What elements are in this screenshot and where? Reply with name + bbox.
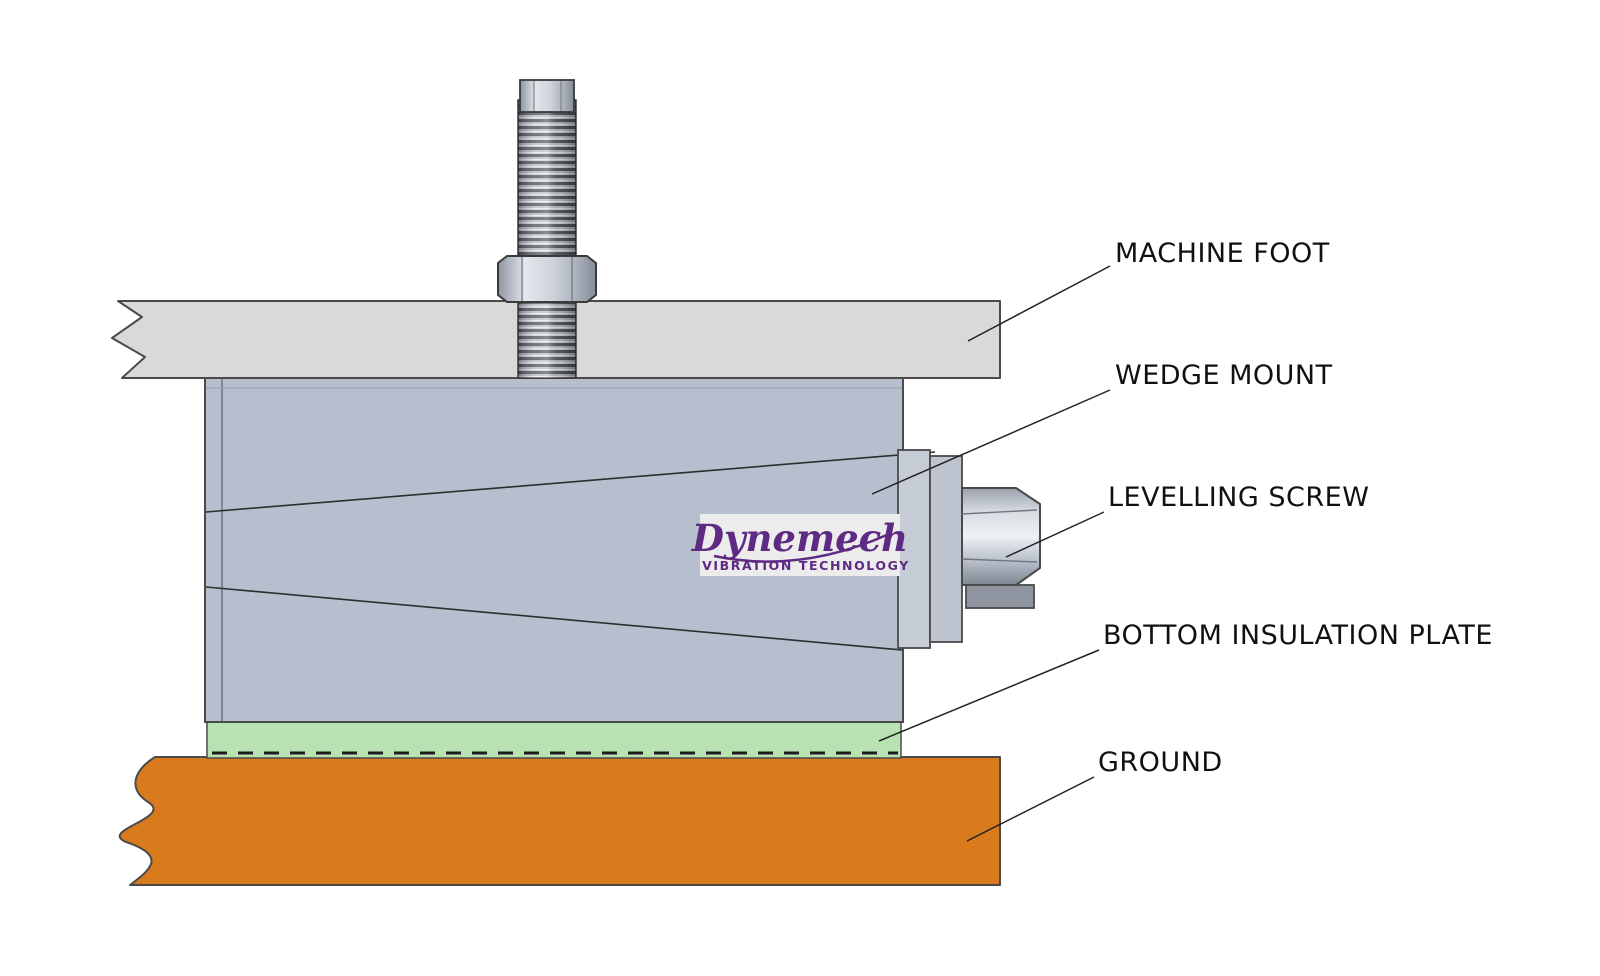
- leader-ground: [966, 776, 1095, 842]
- logo-tagline-text: VIBRATION TECHNOLOGY: [702, 558, 910, 573]
- levelling-screw-collar: [965, 584, 1035, 609]
- leader-wedge-mount: [871, 389, 1111, 495]
- screw-head-facet-lower: [961, 558, 1038, 563]
- wedge-diagonal-lower: [205, 586, 903, 651]
- logo-swash: [713, 532, 890, 563]
- wedge-diagonal-upper: [205, 451, 936, 513]
- label-wedge-mount: WEDGE MOUNT: [1115, 360, 1333, 391]
- leader-levelling-screw: [1005, 511, 1105, 558]
- screw-side-plate-inner: [929, 455, 963, 643]
- hex-nut: [497, 255, 597, 303]
- label-ground: GROUND: [1098, 747, 1223, 778]
- dynemech-logo: Dynemech VIBRATION TECHNOLOGY: [691, 514, 910, 576]
- screw-head-facet-upper: [961, 509, 1038, 515]
- leader-bottom-insulation-plate: [878, 649, 1100, 742]
- leader-machine-foot: [967, 265, 1111, 342]
- label-machine-foot: MACHINE FOOT: [1115, 238, 1330, 269]
- logo-background: [700, 514, 900, 576]
- label-bottom-insulation-plate: BOTTOM INSULATION PLATE: [1103, 620, 1493, 651]
- levelling-screw-head: [961, 487, 1041, 586]
- stud-top-cap: [519, 79, 575, 113]
- ground-block: [118, 756, 1001, 886]
- threaded-stud-shading: [518, 100, 576, 378]
- label-levelling-screw: LEVELLING SCREW: [1108, 482, 1369, 513]
- logo-brand-text: Dynemech: [691, 516, 908, 560]
